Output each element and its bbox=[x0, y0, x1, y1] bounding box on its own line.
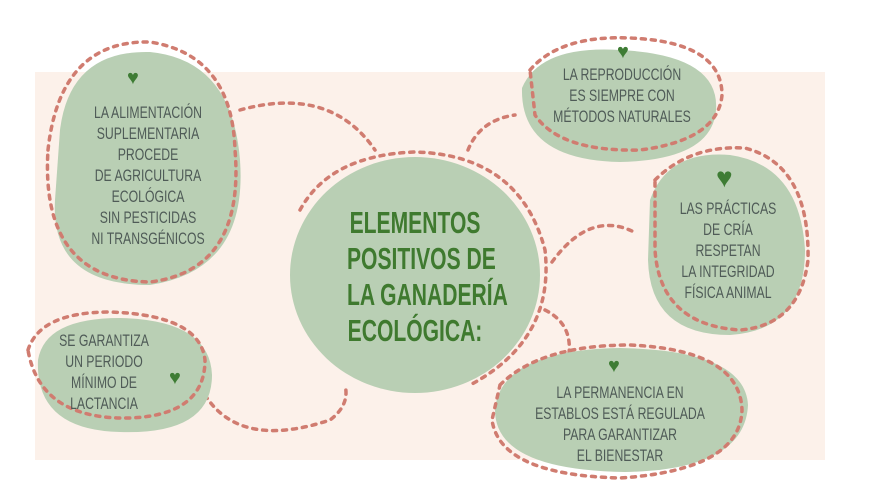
connector bbox=[466, 113, 517, 152]
text-line: FÍSICA ANIMAL bbox=[684, 283, 772, 302]
text-line: SE GARANTIZA bbox=[59, 331, 149, 350]
title-line: ECOLÓGICA: bbox=[347, 313, 483, 348]
dotted-outline bbox=[528, 36, 724, 152]
text-line: LACTANCIA bbox=[70, 394, 138, 413]
heart-icon: ♥ bbox=[127, 67, 139, 89]
text-line: MÍNIMO DE bbox=[71, 373, 137, 392]
title-line: LA GANADERÍA bbox=[347, 277, 508, 312]
text-line: SUPLEMENTARIA bbox=[96, 124, 200, 143]
item-stables: LA PERMANENCIA EN ESTABLOS ESTÁ REGULADA… bbox=[530, 382, 710, 466]
text-line: ES SIEMPRE CON bbox=[569, 86, 675, 105]
blob-lactation bbox=[37, 318, 212, 433]
dotted-outline bbox=[45, 40, 238, 284]
blob-reproduction bbox=[521, 49, 717, 162]
connector bbox=[550, 223, 636, 264]
text-line: PARA GARANTIZAR bbox=[562, 425, 678, 444]
text-line: NI TRANSGÉNICOS bbox=[91, 229, 205, 248]
blob-breeding bbox=[648, 154, 805, 335]
text-line: ESTABLOS ESTÁ REGULADA bbox=[535, 404, 705, 423]
connector bbox=[203, 383, 348, 433]
connector bbox=[238, 101, 377, 152]
heart-icon: ♥ bbox=[617, 41, 629, 63]
text-line: LAS PRÁCTICAS bbox=[679, 199, 777, 218]
dotted-outline bbox=[26, 310, 207, 420]
text-line: PROCEDE bbox=[117, 145, 179, 164]
item-breeding: LAS PRÁCTICAS DE CRÍA RESPETAN LA INTEGR… bbox=[656, 198, 800, 303]
blob-stables bbox=[495, 348, 748, 472]
item-feeding: LA ALIMENTACIÓN SUPLEMENTARIA PROCEDE DE… bbox=[76, 102, 220, 249]
diagram-title: ELEMENTOS POSITIVOS DE LA GANADERÍA ECOL… bbox=[347, 205, 508, 349]
dotted-outline bbox=[298, 150, 548, 387]
text-line: LA INTEGRIDAD bbox=[681, 262, 775, 281]
heart-icon: ♥ bbox=[716, 162, 733, 193]
text-line: SIN PESTICIDAS bbox=[99, 208, 197, 227]
text-line: DE AGRICULTURA bbox=[94, 166, 202, 185]
center-circle bbox=[290, 157, 540, 393]
dotted-outline bbox=[490, 343, 744, 480]
title-line: POSITIVOS DE bbox=[347, 241, 496, 276]
text-line: RESPETAN bbox=[695, 241, 761, 260]
text-line: LA REPRODUCCIÓN bbox=[562, 65, 682, 84]
heart-icon: ♥ bbox=[169, 367, 181, 389]
text-line: UN PERIODO bbox=[65, 352, 143, 371]
heart-icon: ♥ bbox=[608, 355, 620, 377]
text-line: ECOLÓGICA bbox=[111, 187, 185, 206]
text-line: DE CRÍA bbox=[703, 220, 753, 239]
text-line: EL BIENESTAR bbox=[576, 446, 664, 465]
item-reproduction: LA REPRODUCCIÓN ES SIEMPRE CON MÉTODOS N… bbox=[550, 64, 694, 127]
text-line: LA PERMANENCIA EN bbox=[556, 383, 684, 402]
blob-feeding bbox=[54, 51, 241, 285]
dotted-outline bbox=[653, 146, 810, 332]
text-line: MÉTODOS NATURALES bbox=[553, 107, 691, 126]
item-lactation: SE GARANTIZA UN PERIODO MÍNIMO DE LACTAN… bbox=[39, 330, 169, 414]
text-line: LA ALIMENTACIÓN bbox=[94, 103, 202, 122]
title-line: ELEMENTOS bbox=[349, 205, 481, 240]
